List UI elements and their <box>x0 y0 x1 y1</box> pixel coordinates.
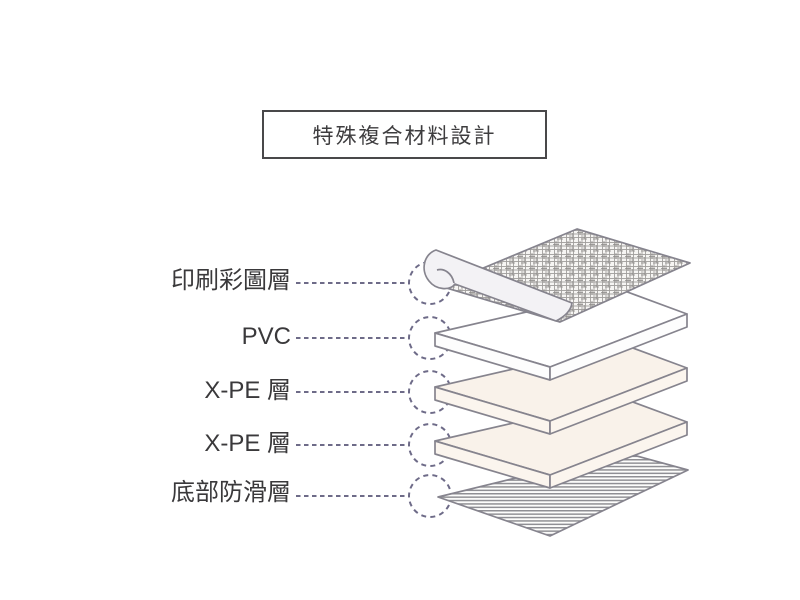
label-print-layer: 印刷彩圖層 <box>171 267 291 294</box>
print-sheet-curl-inner-line <box>436 268 455 284</box>
diagram-title-box: 特殊複合材料設計 <box>262 110 547 159</box>
layer-xpe-slab-lower <box>434 397 688 489</box>
print-sheet-curl <box>423 249 573 322</box>
callout-leaders <box>296 261 452 518</box>
xpe2-right-face <box>549 421 688 489</box>
label-pvc: PVC <box>241 323 291 350</box>
layer-print-sheet <box>423 228 691 323</box>
label-xpe-1: X-PE 層 <box>204 377 291 404</box>
label-xpe-2: X-PE 層 <box>204 430 291 457</box>
xpe1-right-face <box>549 367 688 435</box>
pvc-right-face <box>549 313 688 381</box>
label-antislip: 底部防滑層 <box>171 479 291 506</box>
layer-xpe-slab-upper <box>434 343 688 435</box>
diagram-title: 特殊複合材料設計 <box>312 124 497 148</box>
